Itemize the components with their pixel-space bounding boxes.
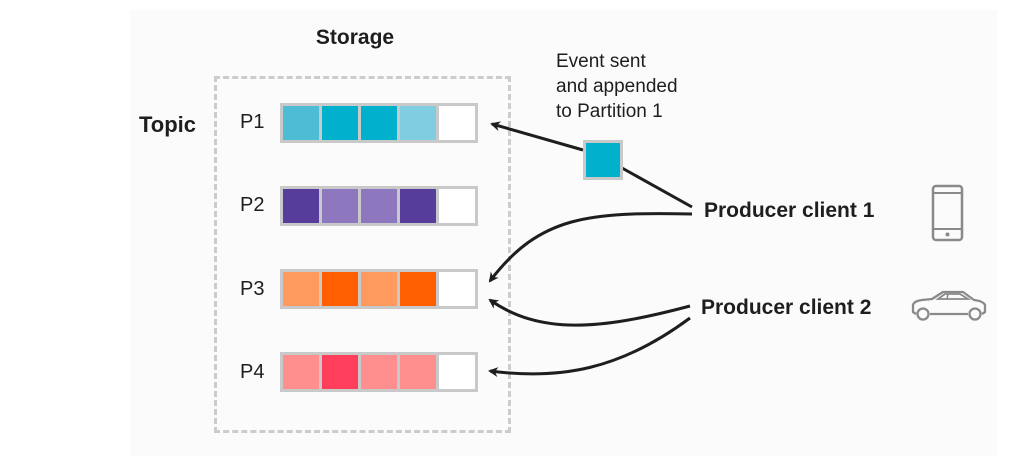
event-message xyxy=(583,140,623,180)
partition-cell xyxy=(400,272,436,306)
partition-label-p1: P1 xyxy=(240,111,265,133)
partition-cell xyxy=(400,355,436,389)
partition-cell-empty xyxy=(439,106,475,140)
arrow-event-to-p1 xyxy=(490,121,584,152)
event-message-fill xyxy=(586,143,620,177)
topic-label: Topic xyxy=(139,112,197,137)
partition-cell xyxy=(283,106,319,140)
event-annotation-line: Event sent xyxy=(556,51,646,72)
event-annotation-line: and appended xyxy=(556,76,678,97)
partition-cell-empty xyxy=(439,189,475,223)
partition-cell xyxy=(322,355,358,389)
arrow-producer2-to-p4 xyxy=(488,316,691,377)
arrow-producer2-to-p3 xyxy=(488,298,691,327)
diagram-background xyxy=(130,10,997,456)
storage-title: Storage xyxy=(315,26,395,49)
storage-boundary xyxy=(214,76,511,433)
partition-cell xyxy=(361,355,397,389)
partition-cell xyxy=(322,189,358,223)
partition-cell-empty xyxy=(439,355,475,389)
producer-client-2: Producer client 2 xyxy=(701,296,872,319)
partition-cell xyxy=(361,106,397,140)
arrow-producer1-to-p3 xyxy=(488,212,693,283)
partition-cell xyxy=(400,106,436,140)
partition-label-p4: P4 xyxy=(240,361,265,383)
arrow-producer1-to-event xyxy=(621,166,693,209)
partition-cell xyxy=(361,189,397,223)
event-annotation-line: to Partition 1 xyxy=(556,101,663,122)
event-annotation: Event sent and appended to Partition 1 xyxy=(556,49,678,124)
smartphone-icon xyxy=(931,184,964,242)
partition-cell xyxy=(400,189,436,223)
producer-client-1: Producer client 1 xyxy=(704,199,875,222)
partition-label-p2: P2 xyxy=(240,194,265,216)
car-icon xyxy=(911,290,987,321)
partition-p2 xyxy=(280,186,478,226)
partition-cell xyxy=(322,106,358,140)
partition-cell xyxy=(283,272,319,306)
partition-cell xyxy=(322,272,358,306)
partition-label-p3: P3 xyxy=(240,278,265,300)
partition-cell-empty xyxy=(439,272,475,306)
partition-cell xyxy=(283,189,319,223)
partition-cell xyxy=(283,355,319,389)
partition-p4 xyxy=(280,352,478,392)
partition-cell xyxy=(361,272,397,306)
partition-p3 xyxy=(280,269,478,309)
partition-p1 xyxy=(280,103,478,143)
